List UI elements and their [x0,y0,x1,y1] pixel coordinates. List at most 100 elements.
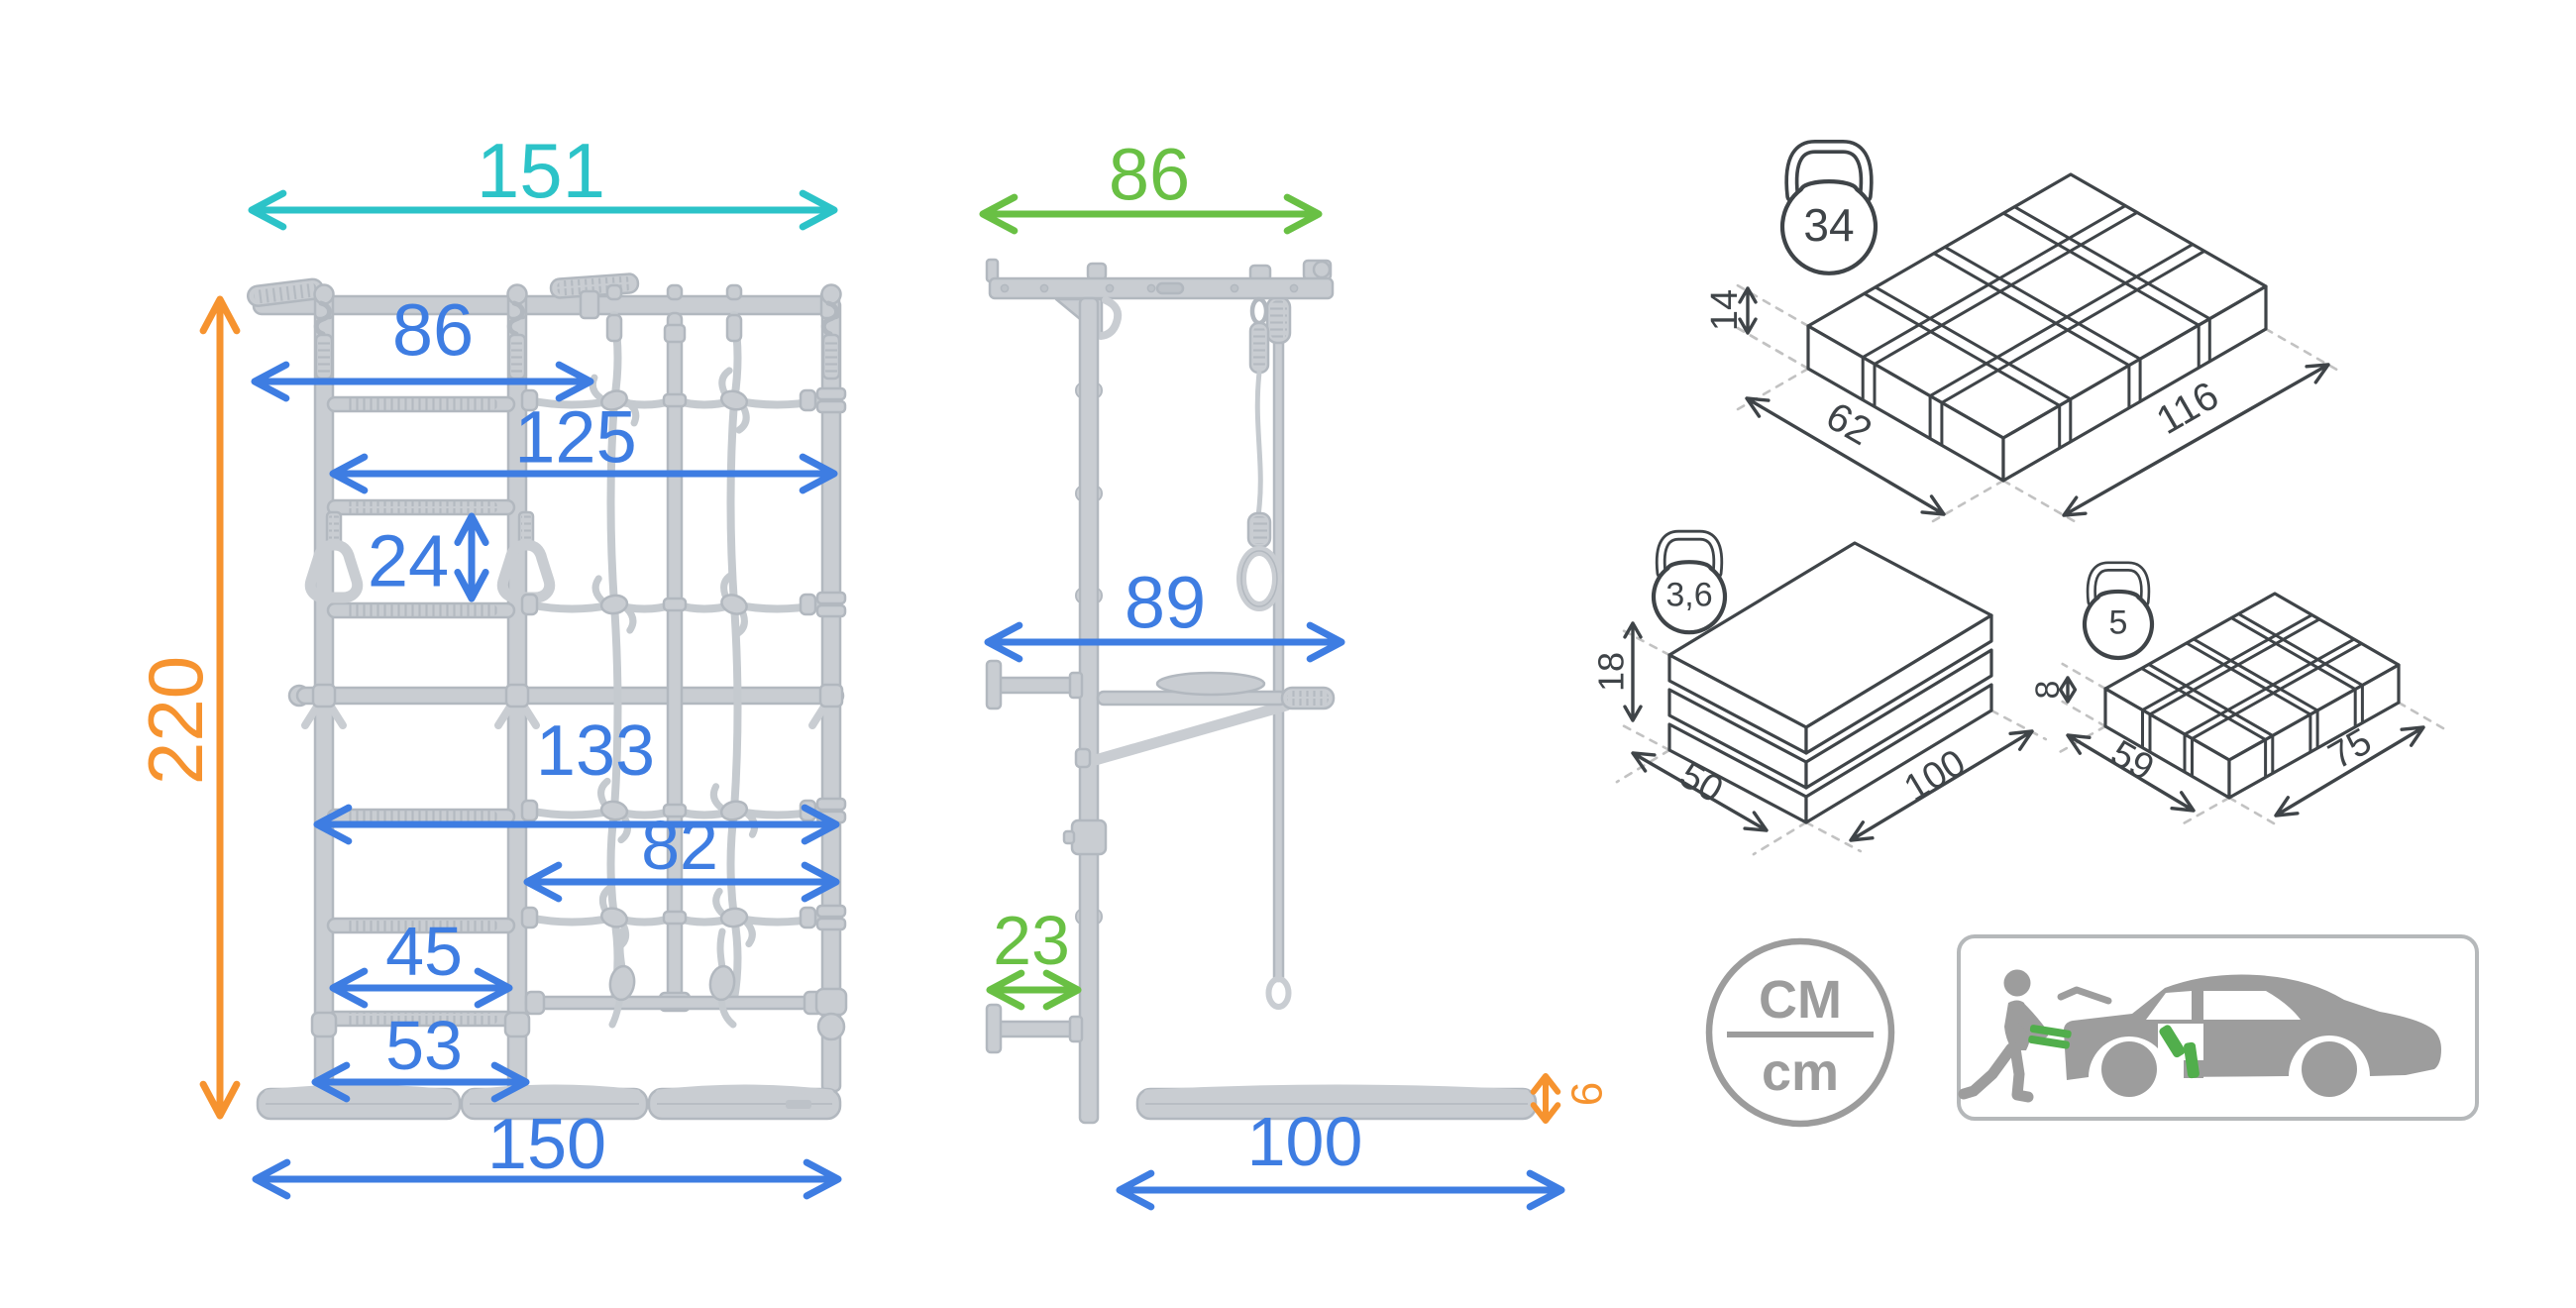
rail-collar [815,591,847,605]
rung-ribs [345,811,497,822]
wall-plate [985,659,1003,710]
dim-arrow [1623,621,1643,722]
net-pole [666,311,684,1009]
mat-top [655,1084,834,1097]
rope-wrap [520,799,539,822]
front-mat-3 [647,1084,842,1121]
dim-mid-width: 133 [313,711,840,845]
beam-bolt [1230,283,1239,293]
net-knot [597,777,631,844]
dim-mat-width: 150 [252,1105,842,1200]
dim-label: 100 [1247,1103,1363,1180]
projection-dash [1731,280,1810,328]
dim-label: 86 [1109,134,1190,216]
strut-bracket [1074,747,1092,769]
dim-label: 23 [993,902,1070,979]
rope-top-seizing [605,313,623,343]
trapeze-loop [1265,976,1292,1010]
dim-side-mat-length: 100 [1116,1103,1565,1211]
side-mat [1135,1084,1538,1121]
ring-strap-ribs [521,514,531,544]
car-transport-icon [1957,934,2479,1121]
dim-label: 150 [487,1105,606,1184]
beam-bolt [1000,283,1010,293]
slab-right [1804,648,1993,790]
projection-dash [1617,721,1671,752]
mat-into-trunk [2028,1025,2072,1049]
pole-collar [662,803,688,818]
snap-hook [820,300,839,337]
kettlebell-3-6: 3,6 [1651,529,1728,635]
seat-disc [1155,671,1266,697]
post-lug [1074,587,1104,604]
mid-bar-clamp [818,683,844,708]
units-badge: CM cm [1705,937,1895,1128]
rail-ball-knob [816,1012,846,1041]
package-straps [2140,612,2364,778]
rung-ribs [345,398,497,410]
slab-right [1804,613,1993,755]
projection-dash [1735,325,1810,371]
dim-arrow [251,361,594,402]
rung-ribs [345,501,497,513]
rail-collar [815,917,847,931]
rope-top-wrap [605,283,623,301]
dim-arrow [313,804,840,845]
kettlebell-body [1651,560,1728,635]
rope-tail-knot [608,964,636,1002]
dim-label: 18 [1591,652,1632,692]
beam-bolt [1146,283,1156,293]
wall-arm [991,1020,1082,1038]
mat-top [468,1084,641,1097]
post-collar [310,1011,338,1038]
pole-collar [662,597,688,612]
dim-net-width: 82 [523,807,840,903]
dim-arrow [2274,725,2425,818]
pole-collar [662,910,688,926]
pole-top-wrap [666,283,684,301]
arm-clamp [1068,1015,1084,1043]
rung-ribs [345,1013,497,1025]
dim-rung-spacing: 24 [368,512,489,602]
trapeze-strap [1272,335,1285,983]
net-rope-column [726,311,742,1003]
hanging-rope [1254,370,1263,518]
car-trunk-lid [2057,986,2112,1005]
dim-bar-width: 86 [251,289,594,402]
rope-wrap [520,388,539,412]
dim-wall-offset: 23 [986,902,1082,1011]
beam-bolt [1039,283,1049,293]
projection-dash [2264,327,2340,373]
beam-bolt [1289,283,1299,293]
dim-arrow [311,1061,530,1103]
dim-arrow [1849,729,2034,842]
rope-wrap [520,593,539,616]
dim-label: 14 [1704,289,1746,331]
dim-arrow [329,453,838,494]
units-top: CM [1759,970,1842,1030]
pole-buckle [663,323,687,344]
ring-strap-ribs [329,514,339,544]
rail-collar [815,399,847,414]
projection-dash [2397,701,2448,732]
rope-wrap [520,906,539,929]
arm-clamp [1068,671,1084,700]
grip-ribs [254,281,317,304]
rail-collar [815,904,847,919]
rope-wrap [799,388,817,412]
net-knot [709,783,759,838]
net-knot [720,571,748,638]
post-lug [1074,908,1104,926]
rope-wrap [799,906,817,929]
adjuster-ribs [511,338,523,376]
dim-label: 133 [536,711,655,791]
dim-label: 24 [368,520,449,602]
projection-dash [1735,367,1810,412]
dim-arrow [454,512,489,602]
rope-tail-knot [708,964,736,1002]
package-2-stack [1667,541,1993,824]
